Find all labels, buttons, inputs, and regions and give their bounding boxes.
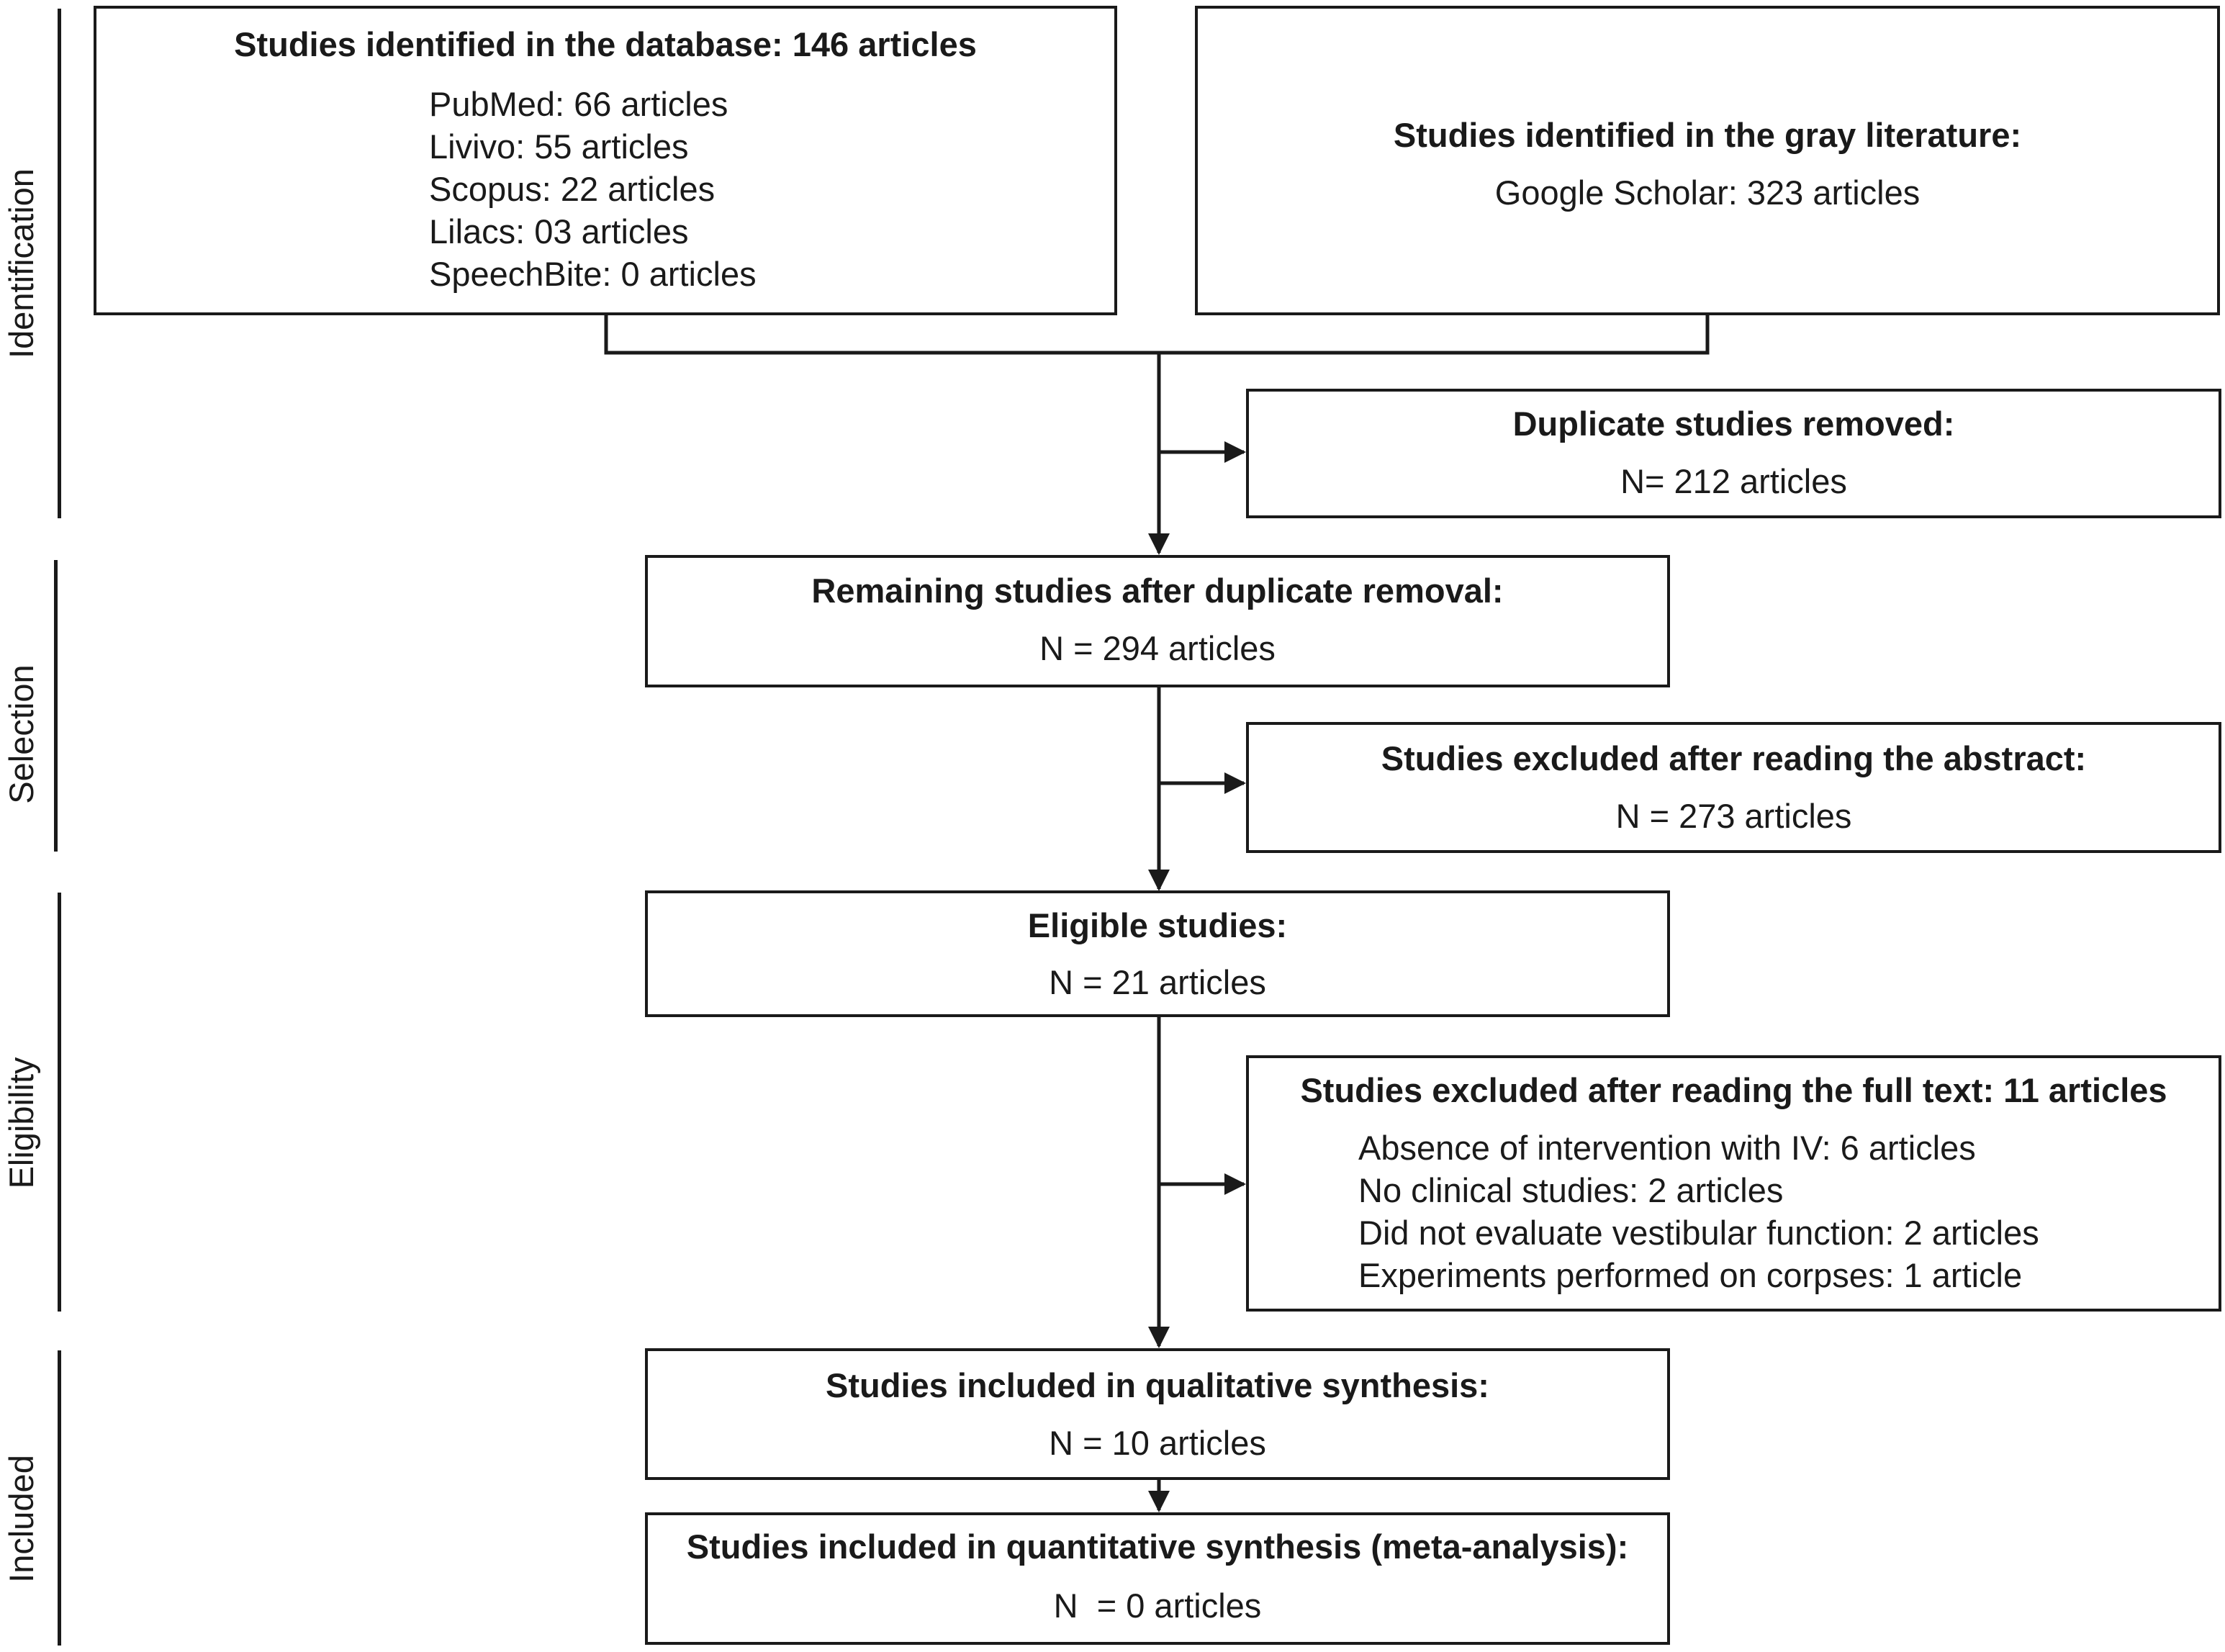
abstract-excluded-box: Studies excluded after reading the abstr…	[1246, 722, 2221, 853]
fulltext-excluded-item: No clinical studies: 2 articles	[1358, 1171, 1784, 1209]
database-item: Scopus: 22 articles	[429, 170, 716, 208]
remaining-count: N = 294 articles	[1039, 629, 1276, 667]
stage-label-identification: Identification	[2, 168, 40, 358]
included-bracket	[58, 1350, 61, 1646]
database-box: Studies identified in the database: 146 …	[94, 6, 1117, 315]
eligible-box: Eligible studies: N = 21 articles	[645, 890, 1670, 1017]
qualitative-box: Studies included in qualitative synthesi…	[645, 1348, 1670, 1480]
remaining-box: Remaining studies after duplicate remova…	[645, 555, 1670, 687]
qualitative-title: Studies included in qualitative synthesi…	[826, 1366, 1489, 1404]
remaining-title: Remaining studies after duplicate remova…	[811, 572, 1504, 610]
fulltext-excluded-box: Studies excluded after reading the full …	[1246, 1055, 2221, 1312]
database-item: PubMed: 66 articles	[429, 85, 728, 123]
abstract-excluded-title: Studies excluded after reading the abstr…	[1381, 739, 2087, 777]
identification-bracket	[58, 9, 61, 518]
fulltext-excluded-list: Absence of intervention with IV: 6 artic…	[1358, 1127, 2039, 1296]
duplicates-box: Duplicate studies removed: N= 212 articl…	[1246, 389, 2221, 518]
abstract-excluded-count: N = 273 articles	[1615, 797, 1852, 835]
database-title: Studies identified in the database: 146 …	[234, 25, 977, 63]
eligibility-bracket	[58, 893, 61, 1312]
gray-literature-count: Google Scholar: 323 articles	[1494, 173, 1921, 212]
duplicates-count: N= 212 articles	[1620, 462, 1847, 500]
stage-label-included: Included	[2, 1455, 40, 1583]
fulltext-excluded-title: Studies excluded after reading the full …	[1300, 1071, 2167, 1109]
gray-literature-box: Studies identified in the gray literatur…	[1195, 6, 2220, 315]
quantitative-title: Studies included in quantitative synthes…	[686, 1527, 1629, 1566]
quantitative-box: Studies included in quantitative synthes…	[645, 1512, 1670, 1645]
merge-connector	[604, 315, 1710, 355]
database-item: SpeechBite: 0 articles	[429, 255, 757, 293]
fulltext-excluded-item: Did not evaluate vestibular function: 2 …	[1358, 1214, 2039, 1252]
database-item: Livivo: 55 articles	[429, 127, 689, 166]
duplicates-title: Duplicate studies removed:	[1512, 405, 1955, 443]
selection-bracket	[54, 560, 58, 852]
database-list: PubMed: 66 articles Livivo: 55 articles …	[429, 83, 757, 295]
stage-label-selection: Selection	[2, 664, 40, 804]
eligible-count: N = 21 articles	[1049, 963, 1266, 1001]
database-item: Lilacs: 03 articles	[429, 212, 689, 250]
eligible-title: Eligible studies:	[1027, 906, 1288, 944]
fulltext-excluded-item: Absence of intervention with IV: 6 artic…	[1358, 1129, 1976, 1167]
fulltext-excluded-item: Experiments performed on corpses: 1 arti…	[1358, 1256, 2023, 1294]
gray-literature-title: Studies identified in the gray literatur…	[1393, 116, 2022, 154]
stage-label-eligibility: Eligibility	[2, 1057, 40, 1189]
qualitative-count: N = 10 articles	[1049, 1424, 1266, 1462]
quantitative-count: N = 0 articles	[1053, 1586, 1262, 1625]
